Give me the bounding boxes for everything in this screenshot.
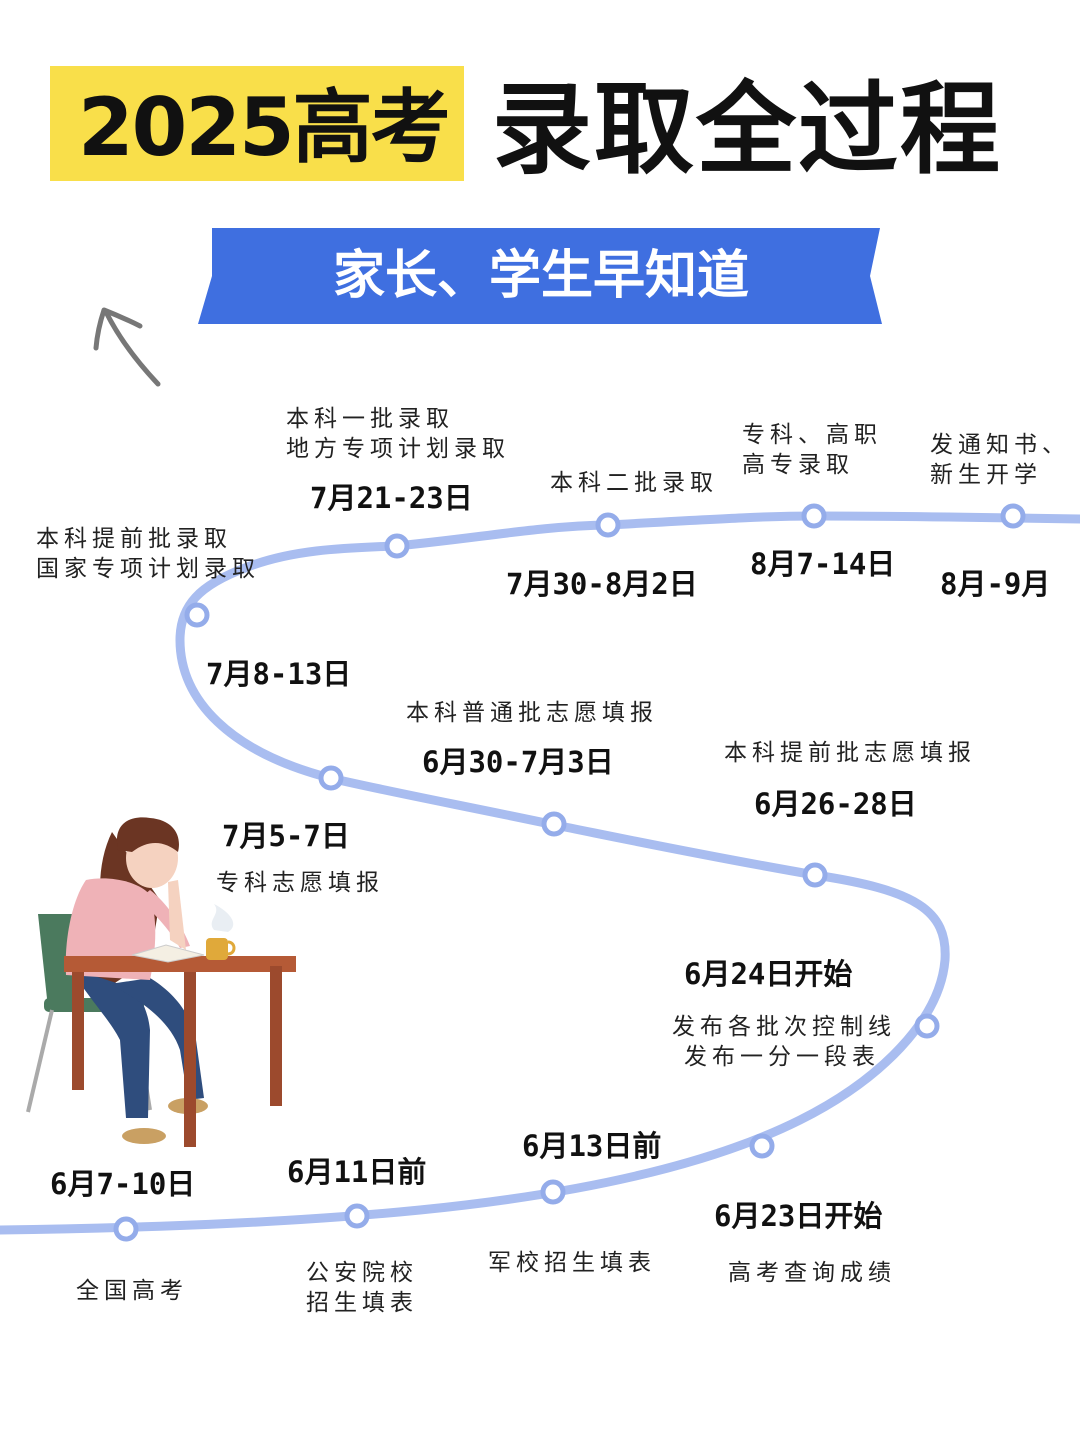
event-label: 公安院校招生填表 bbox=[306, 1260, 418, 1316]
date-label: 8月7-14日 bbox=[750, 547, 896, 581]
banner-shape bbox=[198, 228, 882, 324]
event-label: 本科一批录取地方专项计划录取 bbox=[286, 406, 510, 462]
event-label: 本科普通批志愿填报 bbox=[406, 700, 658, 726]
event-label: 高考查询成绩 bbox=[728, 1260, 896, 1286]
title-highlight-box bbox=[50, 66, 464, 181]
page-title: 录取全过程 bbox=[492, 71, 1002, 188]
node-second-batch bbox=[595, 512, 621, 538]
node-control-lines bbox=[914, 1013, 940, 1039]
event-label: 发通知书、新生开学 bbox=[930, 432, 1070, 488]
subtitle-banner bbox=[198, 228, 882, 324]
subtitle: 家长、学生早知道 bbox=[332, 246, 749, 306]
date-label: 6月26-28日 bbox=[754, 787, 917, 821]
date-label: 6月7-10日 bbox=[50, 1167, 196, 1201]
node-advance-apply bbox=[802, 862, 828, 888]
event-label: 军校招生填表 bbox=[488, 1250, 656, 1276]
student-illustration bbox=[26, 817, 296, 1147]
event-label: 专科志愿填报 bbox=[216, 870, 384, 896]
node-notice bbox=[1000, 503, 1026, 529]
title-highlight: 2025高考 bbox=[78, 81, 451, 174]
date-label: 6月30-7月3日 bbox=[422, 745, 614, 779]
event-label: 全国高考 bbox=[76, 1278, 188, 1304]
node-gaokao bbox=[113, 1216, 139, 1242]
event-label: 本科提前批录取国家专项计划录取 bbox=[36, 526, 260, 582]
date-label: 8月-9月 bbox=[940, 567, 1051, 601]
event-label: 发布各批次控制线发布一分一段表 bbox=[672, 1014, 896, 1070]
node-military-school bbox=[540, 1179, 566, 1205]
node-junior-admit bbox=[801, 503, 827, 529]
node-score-query bbox=[749, 1133, 775, 1159]
date-label: 7月30-8月2日 bbox=[506, 567, 698, 601]
date-label: 7月5-7日 bbox=[222, 819, 350, 853]
date-label: 7月8-13日 bbox=[206, 657, 352, 691]
node-first-batch bbox=[384, 533, 410, 559]
date-label: 6月24日开始 bbox=[684, 957, 853, 991]
event-label: 专科、高职高专录取 bbox=[742, 422, 882, 478]
date-label: 6月11日前 bbox=[287, 1155, 427, 1189]
date-label: 6月23日开始 bbox=[714, 1199, 883, 1233]
node-police-school bbox=[344, 1203, 370, 1229]
arrow-icon bbox=[93, 307, 161, 387]
node-regular-apply bbox=[541, 811, 567, 837]
date-label: 6月13日前 bbox=[522, 1129, 662, 1163]
event-label: 本科提前批志愿填报 bbox=[724, 740, 976, 766]
event-label: 本科二批录取 bbox=[550, 470, 718, 496]
date-label: 7月21-23日 bbox=[310, 481, 473, 515]
node-junior-apply bbox=[318, 765, 344, 791]
node-advance-admit bbox=[184, 602, 210, 628]
